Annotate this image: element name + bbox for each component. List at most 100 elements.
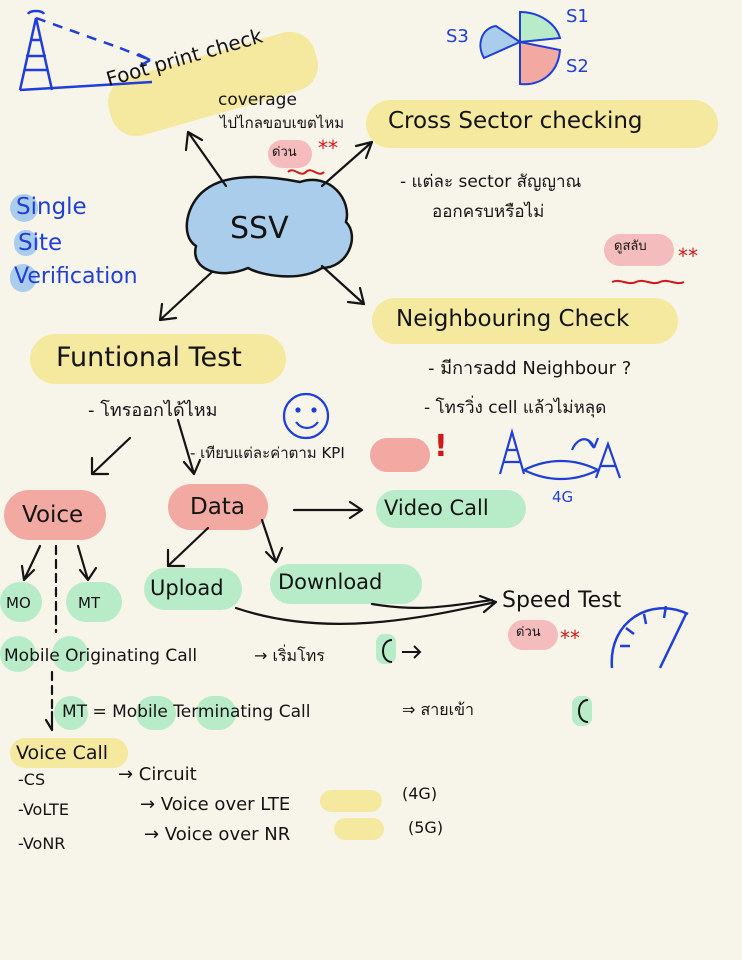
smiley-icon: [282, 392, 330, 440]
phone-incoming-icon: [578, 699, 589, 723]
download-label: Download: [278, 570, 383, 594]
arrow-to-mt: [76, 544, 98, 582]
mo-blob: [0, 582, 42, 622]
phone-call-icon-bg: [376, 634, 396, 664]
arrow-download-to-speed: [370, 598, 494, 609]
cross-sector-stars: **: [678, 244, 698, 268]
cross-sector-note: ดูสลับ: [614, 239, 647, 254]
footprint-note-blob: [268, 140, 312, 168]
neighbouring-line-1: - มีการadd Neighbour ?: [428, 358, 632, 379]
side-title-verification: Verification: [14, 264, 138, 289]
arrow-to-speed-test: [234, 594, 498, 625]
functional-line-2: - เทียบแต่ละค่าตาม KPI: [190, 444, 345, 462]
voice-call-item-vonr: -VoNR: [18, 834, 66, 853]
mt-line-m-blob: [54, 696, 88, 730]
cross-sector-line-1: - แต่ละ sector สัญญาณ: [400, 172, 582, 192]
functional-title: Funtional Test: [56, 342, 242, 373]
site-s-dot: [14, 230, 38, 256]
voice-call-item-cs: -CS: [18, 770, 46, 789]
handover-tech-label: 4G: [552, 488, 574, 506]
arrow-to-cross-sector: [320, 140, 374, 188]
arrow-to-data: [176, 418, 202, 476]
neighbouring-title: Neighbouring Check: [396, 306, 630, 332]
arrow-to-download: [260, 518, 284, 564]
cross-note-blob: [604, 234, 674, 266]
dash-voice-to-voicecall: [50, 544, 58, 714]
mt-blob: [66, 582, 122, 622]
mo-line-o-blob: [52, 636, 88, 672]
footprint-note: ด่วน: [272, 145, 297, 160]
voice-node-blob: [4, 490, 106, 540]
verification-v-dot: [10, 264, 36, 292]
upload-label: Upload: [150, 576, 224, 600]
voice-call-item-vonr-gen: (5G): [408, 818, 444, 837]
mt-label: MT: [78, 594, 101, 612]
voice-call-item-volte: -VoLTE: [18, 800, 69, 819]
footprint-line-1: coverage: [218, 90, 297, 110]
speed-note-blob: [508, 620, 558, 650]
side-title-single: Single: [16, 194, 87, 220]
kpi-blob: [370, 438, 430, 472]
mo-line-m-blob: [0, 636, 36, 672]
voice-call-item-volte-desc: → Voice over LTE: [140, 794, 291, 815]
phone-incoming-icon-bg: [572, 696, 592, 726]
upload-blob: [144, 568, 242, 610]
cross-sector-title: Cross Sector checking: [388, 108, 643, 134]
mo-label: MO: [6, 594, 31, 612]
phone-call-icon: [382, 639, 393, 663]
arrow-to-mo: [20, 544, 42, 582]
arrow-to-video: [292, 500, 364, 520]
sector-s1-label: S1: [566, 6, 589, 27]
cross-sector-line-2: ออกครบหรือไม่: [432, 202, 545, 222]
speedometer-icon: [610, 605, 689, 669]
voice-call-item-volte-gen: (4G): [402, 784, 438, 803]
arrow-down-voicecall: [44, 710, 54, 732]
footprint-stars: **: [318, 136, 338, 160]
handover-sketch: [498, 427, 622, 480]
neighbouring-line-2: - โทรวิ่ง cell แล้วไม่หลุด: [424, 398, 607, 418]
mt-line-arrow-text: ⇒ สายเข้า: [402, 700, 475, 719]
arrow-to-voice: [90, 436, 132, 476]
nr-highlight: [334, 818, 384, 840]
speed-test-label: Speed Test: [502, 588, 622, 613]
voice-call-item-vonr-desc: → Voice over NR: [144, 824, 291, 845]
mt-line-t-blob: [196, 696, 236, 730]
speed-note: ด่วน: [516, 625, 541, 640]
tower-sketch: [18, 9, 153, 92]
neighbouring-highlight: [372, 298, 678, 344]
mt-line-mobile-blob: [136, 696, 176, 730]
functional-line-1: - โทรออกได้ไหม: [88, 400, 218, 421]
data-node-label: Data: [190, 494, 245, 520]
side-title-site: Site: [18, 230, 63, 256]
cross-sector-highlight: [366, 100, 718, 148]
video-call-label: Video Call: [384, 496, 489, 520]
download-blob: [270, 564, 422, 604]
functional-highlight: [30, 334, 286, 384]
voice-call-item-cs-desc: → Circuit: [118, 764, 197, 785]
voice-call-highlight: [10, 738, 128, 768]
cross-underline: [611, 279, 685, 285]
voice-node-label: Voice: [22, 502, 84, 528]
single-s-dot: [10, 194, 38, 222]
mt-line-text: MT = Mobile Terminating Call: [62, 702, 311, 722]
footprint-line-2: ไปไกลขอบเขตไหม: [220, 114, 345, 132]
sector-s3-label: S3: [446, 26, 469, 47]
arrow-to-footprint: [184, 130, 228, 188]
mo-line-text: Mobile Originating Call: [4, 646, 198, 666]
footprint-underline: [287, 169, 325, 175]
kpi-exclamation: !: [434, 429, 448, 464]
phone-call-arrow: [402, 645, 422, 659]
mo-line-arrow-text: → เริ่มโทร: [254, 646, 325, 665]
sector-pie: [479, 10, 562, 86]
ssv-label: SSV: [230, 211, 289, 246]
arrow-to-upload: [166, 526, 210, 568]
speed-stars: **: [560, 626, 580, 650]
arrow-to-neighbouring: [320, 264, 366, 306]
voice-call-title: Voice Call: [16, 742, 109, 764]
data-node-blob: [168, 484, 268, 530]
sector-s2-label: S2: [566, 56, 589, 77]
lte-highlight: [320, 790, 382, 812]
arrow-to-functional: [158, 270, 214, 322]
